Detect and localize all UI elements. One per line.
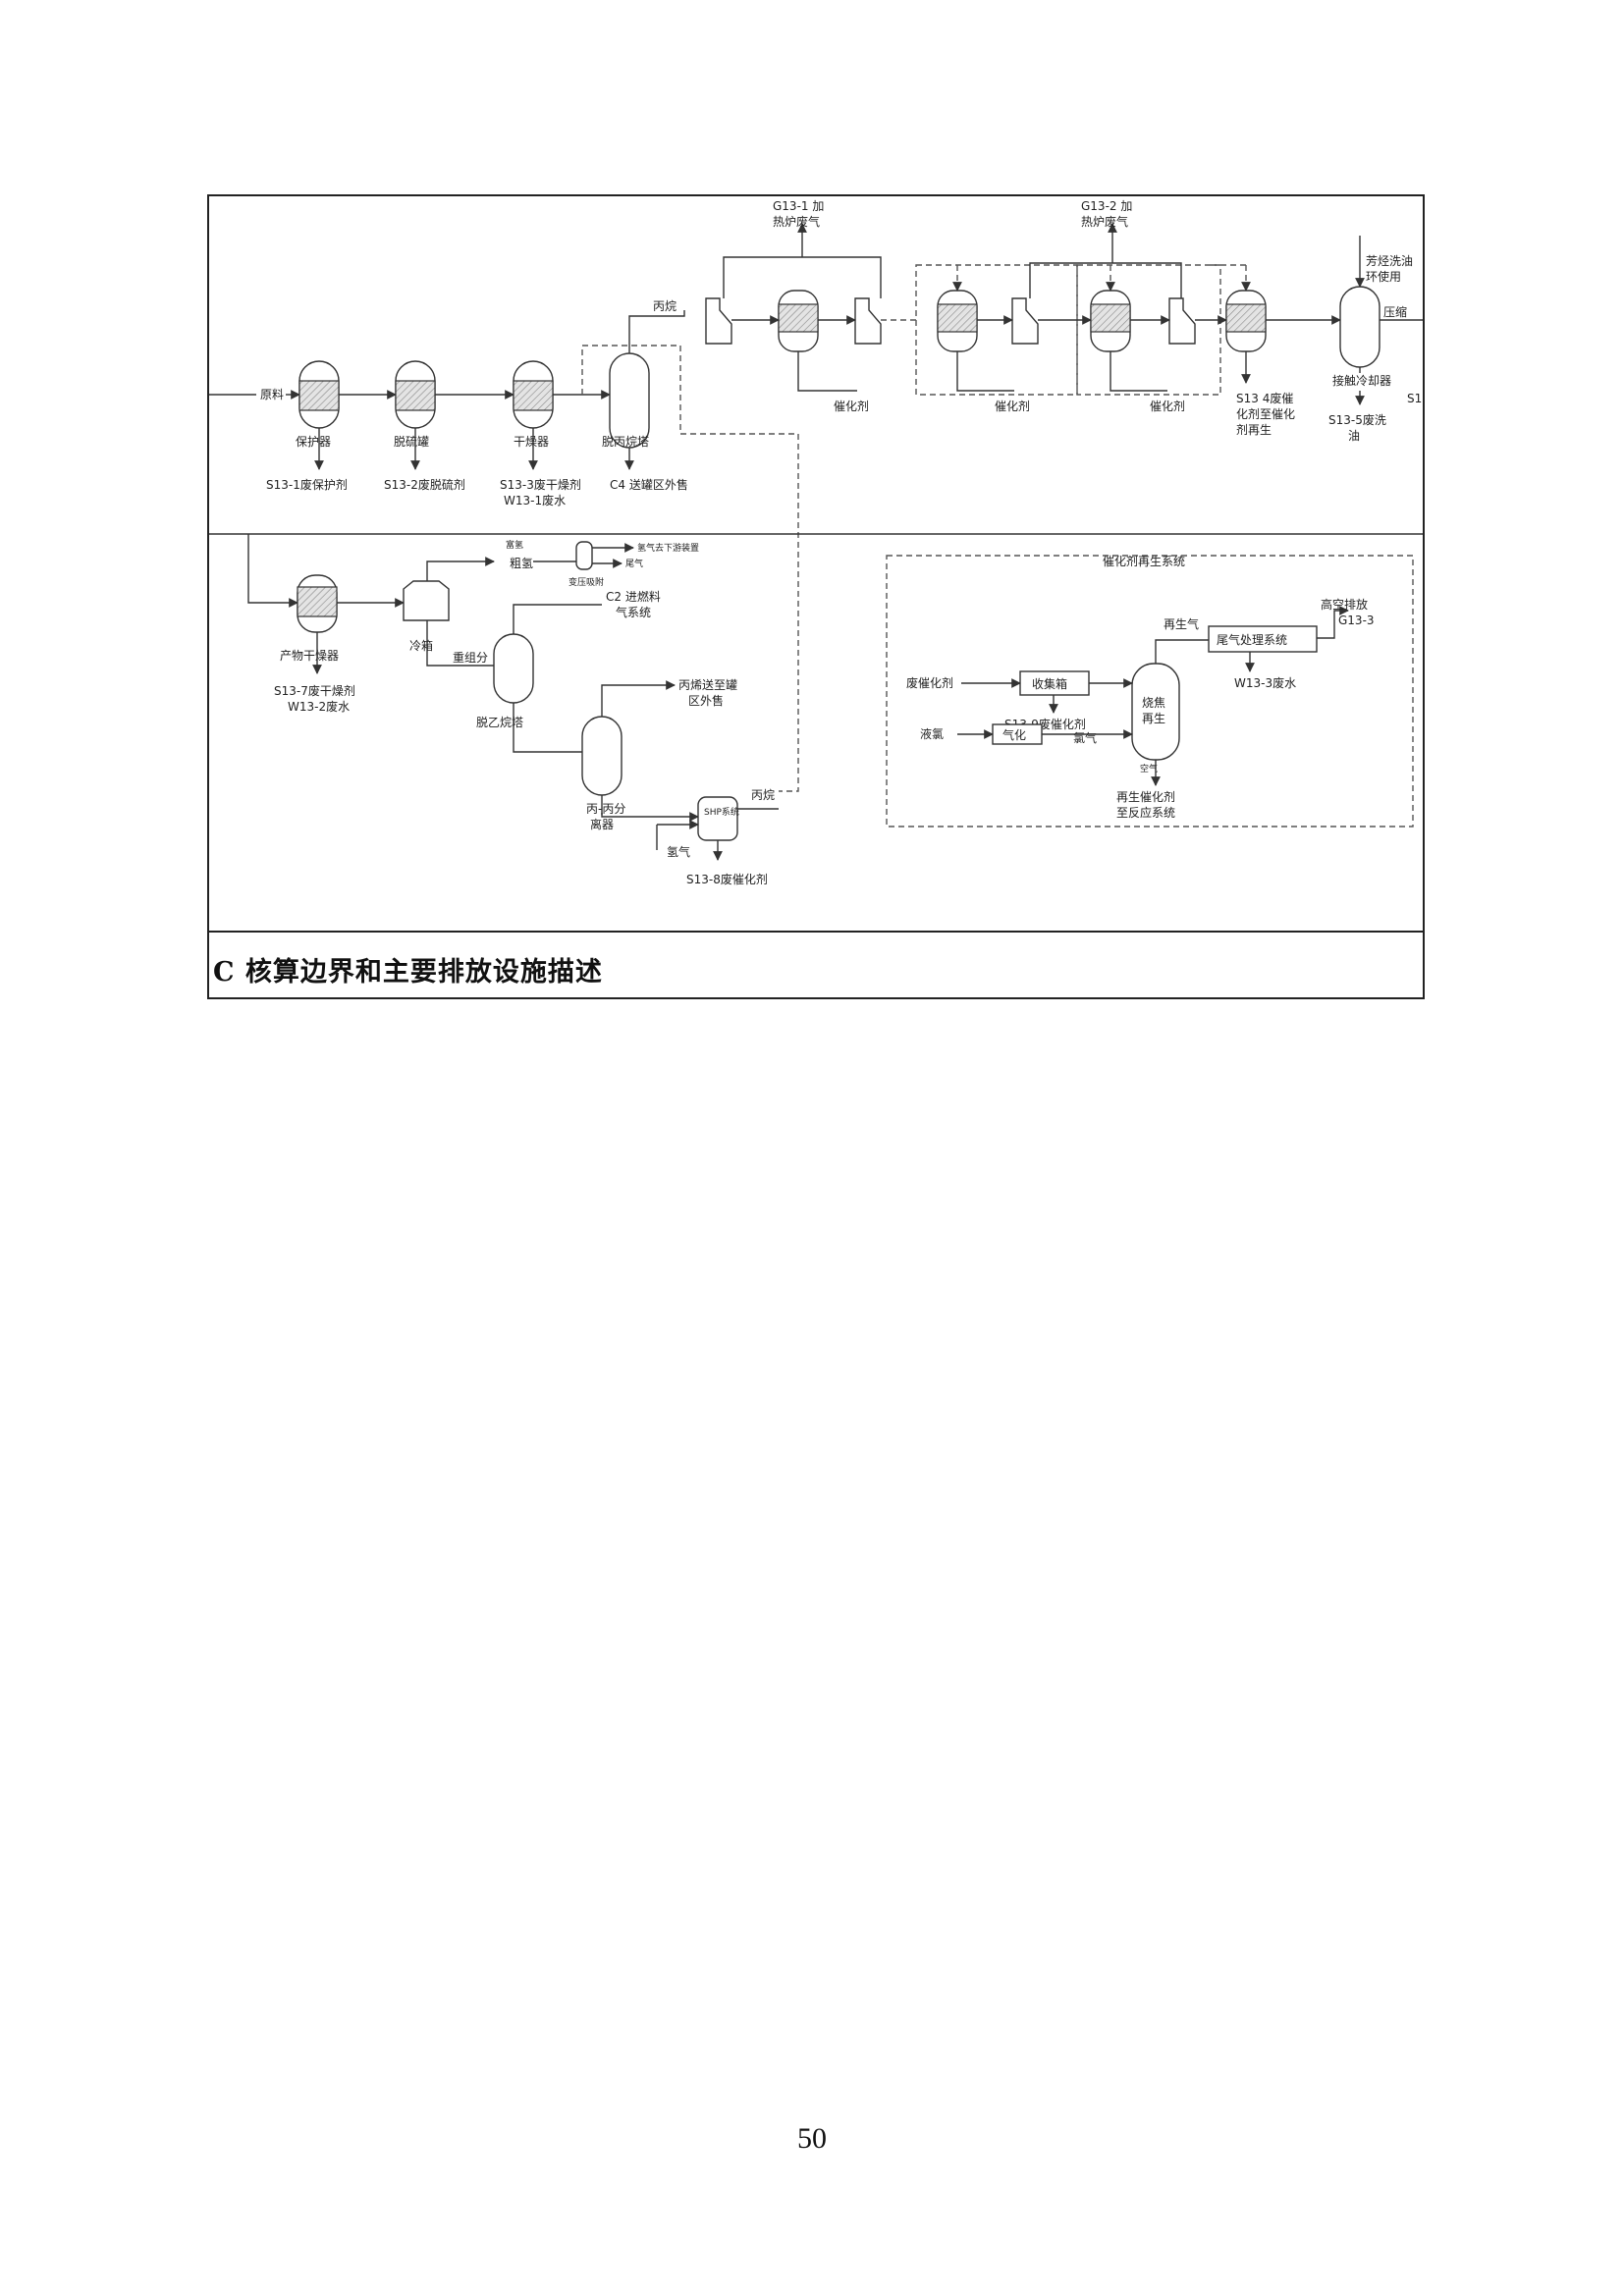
desulfurizer-vessel <box>395 360 436 429</box>
depropanizer-label: 脱丙烷塔 <box>602 434 649 449</box>
edge-label: S1 <box>1407 392 1422 405</box>
section-title: C 核算边界和主要排放设施描述 <box>213 957 603 988</box>
contact-cooler <box>1339 286 1380 368</box>
heater-3 <box>1011 297 1039 345</box>
waste-catalyst-8-label: S13-8废催化剂 <box>686 872 768 886</box>
reactor-1 <box>778 290 819 352</box>
psa-label: 变压吸附 <box>568 576 604 588</box>
psa-unit <box>575 541 593 570</box>
reactor-3 <box>1090 290 1131 352</box>
regen-title: 催化剂再生系统 <box>1103 554 1185 568</box>
collector-label: 收集箱 <box>1032 676 1067 691</box>
air-label: 空气 <box>1140 763 1158 774</box>
tail-treatment-box <box>1208 625 1318 653</box>
pp-splitter-label: 丙-丙分离器 <box>586 802 625 831</box>
depropanizer-column <box>609 352 650 449</box>
heavy-fraction-label: 重组分 <box>453 651 488 665</box>
propylene-export-label: 丙烯送至罐区外售 <box>678 677 737 708</box>
c4-export-label: C4 送罐区外售 <box>610 477 688 492</box>
catalyst-b-label: 催化剂 <box>995 399 1030 413</box>
hydrogen-out-label: 氢气去下游装置 <box>637 542 699 554</box>
vaporize-label: 气化 <box>1002 727 1026 742</box>
waste-guard-label: S13-1废保护剂 <box>266 477 348 492</box>
aromatics-oil-label: 芳烃洗油环使用 <box>1366 254 1413 284</box>
waste-oil-5-label: S13-5废洗油 <box>1328 412 1386 443</box>
furnace-gas-2-label: G13-2 加热炉废气 <box>1081 199 1132 229</box>
deethanizer-column <box>493 633 534 704</box>
waste-drying-7-label: S13-7废干燥剂 <box>274 683 355 698</box>
catalyst-a-label: 催化剂 <box>834 399 869 413</box>
c2-fuel-label: C2 进燃料气系统 <box>606 589 661 619</box>
contact-cooler-label: 接触冷却器 <box>1332 373 1391 388</box>
page-number: 50 <box>797 2122 827 2155</box>
process-flow-diagram: 原料 保护器 S13-1废保护剂 脱硫罐 S13-2废脱硫剂 <box>209 199 1423 886</box>
section-row: C 核算边界和主要排放设施描述 <box>209 933 1423 997</box>
tail-gas-label: 尾气 <box>625 558 643 569</box>
collector-box <box>1019 670 1090 696</box>
spent-catalyst-label: 废催化剂 <box>906 675 953 690</box>
tail-treatment-label: 尾气处理系统 <box>1217 632 1287 647</box>
crude-hydrogen-label: 粗氢 <box>510 556 533 570</box>
dryer-label: 干燥器 <box>514 435 549 449</box>
wastewater-3-label: W13-3废水 <box>1234 675 1296 690</box>
desulfurizer-label: 脱硫罐 <box>394 434 429 449</box>
propane-label: 丙烷 <box>653 299 677 313</box>
heater-1 <box>705 297 732 345</box>
product-dryer-label: 产物干燥器 <box>280 649 339 663</box>
cold-box-label: 冷箱 <box>409 638 433 653</box>
waste-catalyst-4-label: S13 4废催化剂至催化剂再生 <box>1236 391 1295 437</box>
catalyst-c-label: 催化剂 <box>1150 399 1185 413</box>
waste-drying-label: S13-3废干燥剂 <box>500 477 581 492</box>
heater-4 <box>1168 297 1196 345</box>
chlorine-label: 氯气 <box>1073 730 1097 745</box>
product-dryer-vessel <box>297 574 338 633</box>
guard-bed-label: 保护器 <box>296 435 331 449</box>
rich-hydrogen-label: 富氢 <box>506 539 523 551</box>
reactor-4 <box>1225 290 1267 352</box>
shp-label: SHP系统 <box>704 806 739 818</box>
regen-system-box <box>886 555 1414 828</box>
burn-regen-label: 烧焦再生 <box>1142 696 1165 725</box>
waste-desulf-label: S13-2废脱硫剂 <box>384 477 465 492</box>
shp-system <box>697 796 738 841</box>
hydrogen-in-label: 氢气 <box>667 844 690 859</box>
document-table: 原料 保护器 S13-1废保护剂 脱硫罐 S13-2废脱硫剂 <box>207 194 1425 999</box>
furnace-gas-1-label: G13-1 加热炉废气 <box>773 199 824 229</box>
reactor-2 <box>937 290 978 352</box>
cold-box <box>403 580 450 621</box>
wastewater-2-label: W13-2废水 <box>288 699 350 714</box>
process-flow-diagram-cell: 原料 保护器 S13-1废保护剂 脱硫罐 S13-2废脱硫剂 <box>209 196 1423 933</box>
liquid-chlorine-label: 液氯 <box>920 726 944 741</box>
regen-catalyst-label: 再生催化剂至反应系统 <box>1116 789 1175 820</box>
compression-label: 压缩 <box>1383 304 1407 319</box>
deethanizer-label: 脱乙烷塔 <box>476 715 523 729</box>
pp-splitter-column <box>581 716 623 796</box>
dryer-vessel <box>513 360 554 429</box>
wastewater-1-label: W13-1废水 <box>504 493 566 507</box>
heater-2 <box>854 297 882 345</box>
feed-label: 原料 <box>260 388 284 401</box>
regen-gas-label: 再生气 <box>1164 616 1199 631</box>
propane-return-label: 丙烷 <box>751 788 775 802</box>
guard-bed-vessel <box>298 360 340 429</box>
